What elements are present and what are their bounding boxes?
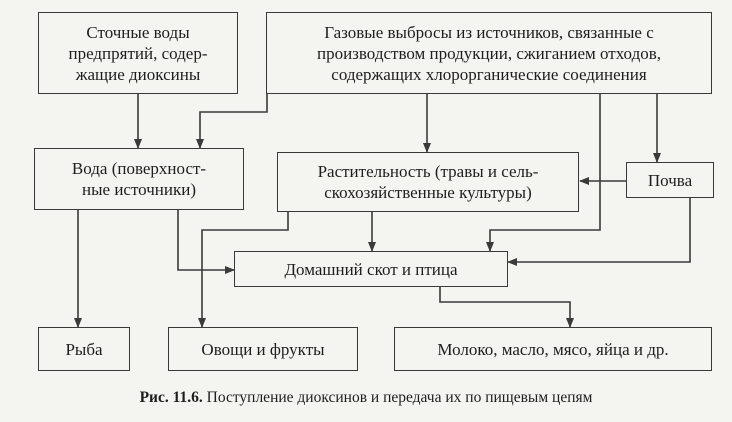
fish-box: Рыба [38,327,130,371]
dairy-box: Молоко, масло, мясо, яйца и др. [394,327,712,371]
soil-box: Почва [626,162,714,198]
wastewater-box: Сточные воды предпрятий, содер- жащие ди… [38,12,238,94]
arrow-vegetation-to-vegetables [198,212,289,328]
gas-emissions-box: Газовые выбросы из источников, связанные… [266,12,712,94]
arrow-water-to-livestock [177,210,235,274]
caption-text: Поступление диоксинов и передача их по п… [202,389,593,406]
arrow-livestock-to-dairy [439,287,574,328]
arrow-gas-to-water [196,94,268,149]
vegetation-box: Растительность (травы и сель- скохозяйст… [277,152,579,212]
arrow-gas-to-livestock [486,94,601,252]
figure-caption: Рис. 11.6. Поступление диоксинов и перед… [0,389,732,407]
caption-label: Рис. 11.6. [139,389,203,406]
livestock-box: Домашний скот и птица [234,251,508,287]
vegetables-box: Овощи и фрукты [168,327,358,371]
arrow-soil-to-livestock [507,198,691,266]
water-box: Вода (поверхност- ные источники) [34,148,244,210]
